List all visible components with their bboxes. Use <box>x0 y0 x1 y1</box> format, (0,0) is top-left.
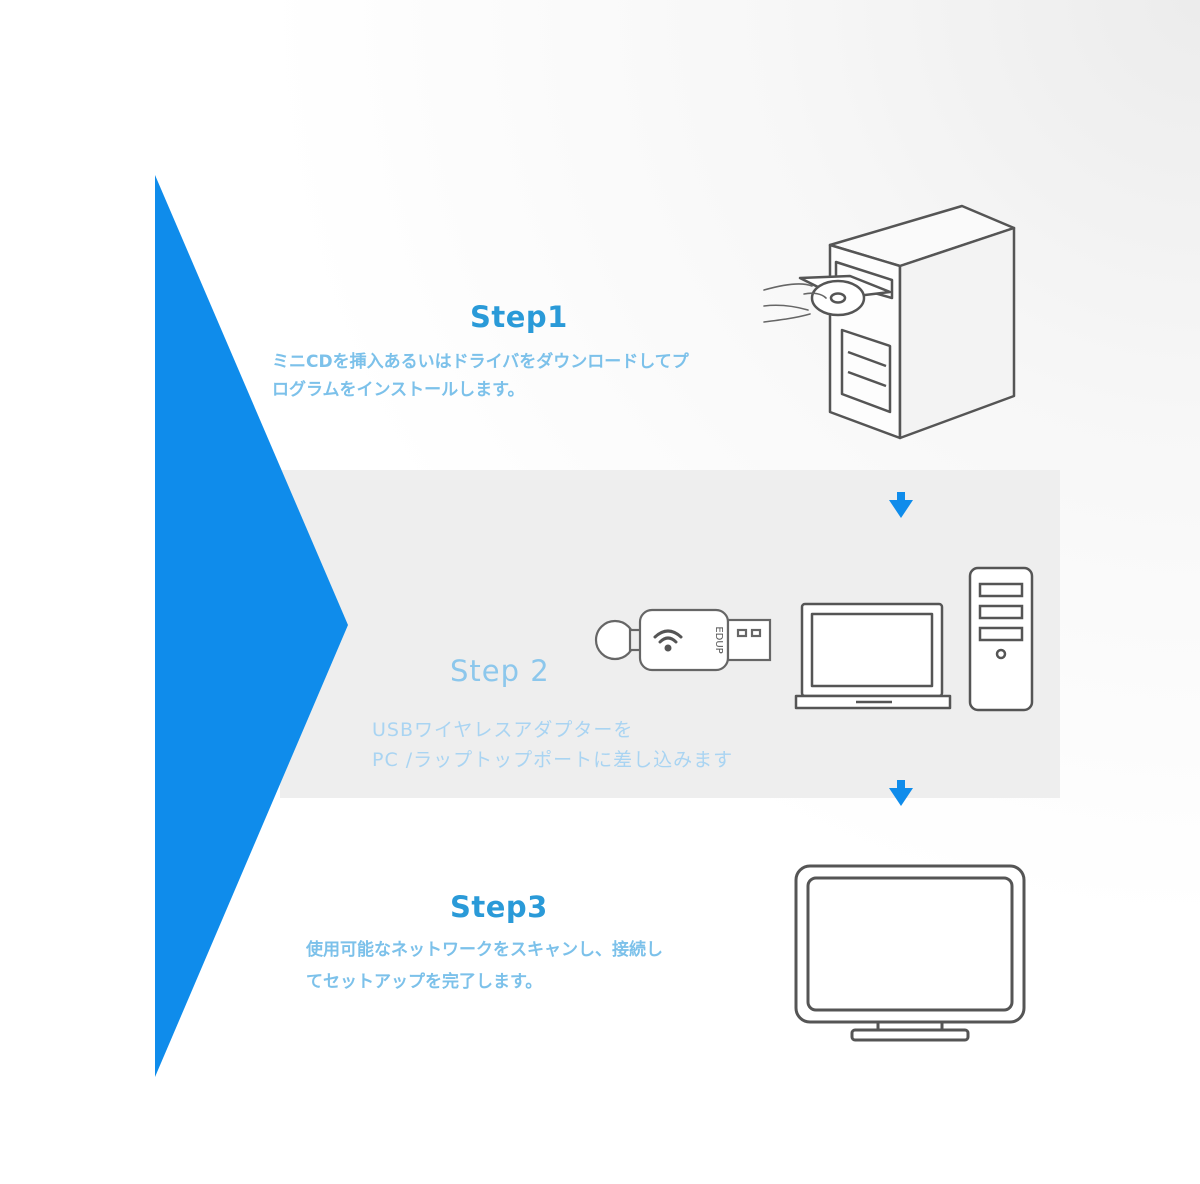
monitor-icon <box>0 0 1200 1184</box>
